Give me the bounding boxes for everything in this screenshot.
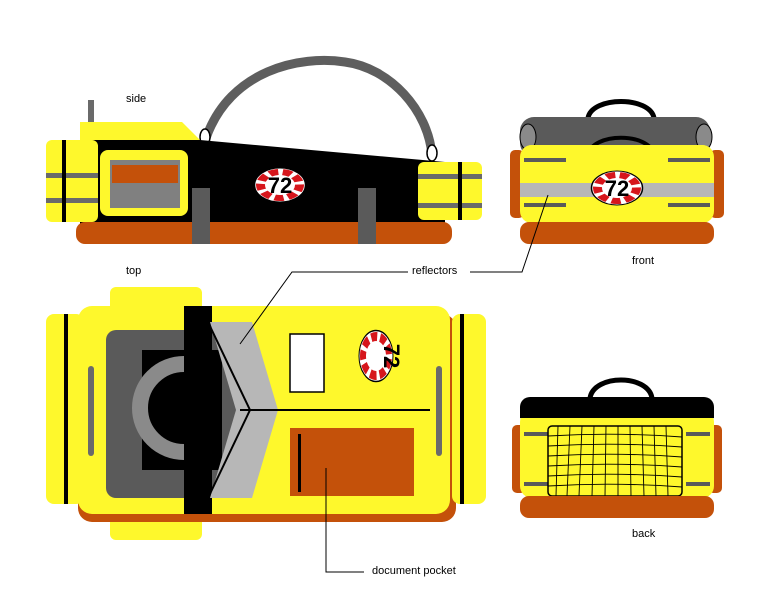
side-pocket-insert <box>112 165 178 183</box>
side-base-strap-right <box>358 222 376 244</box>
side-antenna <box>88 100 94 122</box>
front-strap-4 <box>668 203 710 207</box>
back-strap-3 <box>524 482 548 486</box>
top-logo-text: 72 <box>379 344 404 368</box>
side-end-cap-left <box>46 140 98 222</box>
front-handle <box>585 99 657 119</box>
front-logo-text: 72 <box>605 176 629 201</box>
top-left-seam <box>64 314 68 504</box>
top-view: 72 <box>46 287 486 540</box>
label-top: top <box>126 265 142 277</box>
side-right-strap-2 <box>418 203 482 208</box>
top-pocket-zipper <box>298 434 301 492</box>
side-left-strap <box>46 173 98 178</box>
side-left-seam <box>62 140 66 222</box>
side-right-strap <box>418 174 482 179</box>
top-reflector-chevron-lower <box>210 410 278 498</box>
reflectors-callout-top <box>239 271 408 345</box>
front-orange-base <box>520 222 714 244</box>
back-handle <box>587 377 655 399</box>
top-window <box>289 333 325 393</box>
label-side: side <box>126 93 147 105</box>
top-black-band <box>184 306 212 514</box>
top-right-seam <box>460 314 464 504</box>
front-view: 72 <box>510 99 724 244</box>
back-top-seam <box>520 410 714 418</box>
side-end-cap-right <box>418 162 482 220</box>
label-back: back <box>632 528 656 540</box>
side-handle-strap <box>201 55 437 160</box>
side-logo-text: 72 <box>268 173 292 198</box>
back-view <box>512 377 722 518</box>
top-c-handle <box>132 356 185 460</box>
front-strap-1 <box>524 158 566 162</box>
back-strap-2 <box>686 432 710 436</box>
back-orange-base <box>520 496 714 518</box>
side-base-strap-left <box>192 222 210 244</box>
label-reflectors: reflectors <box>412 265 458 277</box>
top-left-strap <box>88 366 94 456</box>
front-strap-2 <box>668 158 710 162</box>
side-right-seam <box>458 162 462 220</box>
label-front: front <box>632 255 655 267</box>
back-strap-4 <box>686 482 710 486</box>
top-right-strap <box>436 366 442 456</box>
side-orange-base <box>76 222 452 244</box>
label-document-pocket: document pocket <box>372 565 456 577</box>
side-left-strap-2 <box>46 198 98 203</box>
top-end-cap-right <box>452 314 486 504</box>
back-strap-1 <box>524 432 548 436</box>
side-handle-ring-right <box>426 144 438 162</box>
callout-lines <box>239 194 549 573</box>
top-document-pocket <box>290 428 414 496</box>
reflectors-callout-front <box>470 194 549 273</box>
top-reflector-chevron-upper <box>210 322 278 410</box>
document-pocket-callout <box>325 468 364 573</box>
side-view: 72 <box>46 55 482 244</box>
